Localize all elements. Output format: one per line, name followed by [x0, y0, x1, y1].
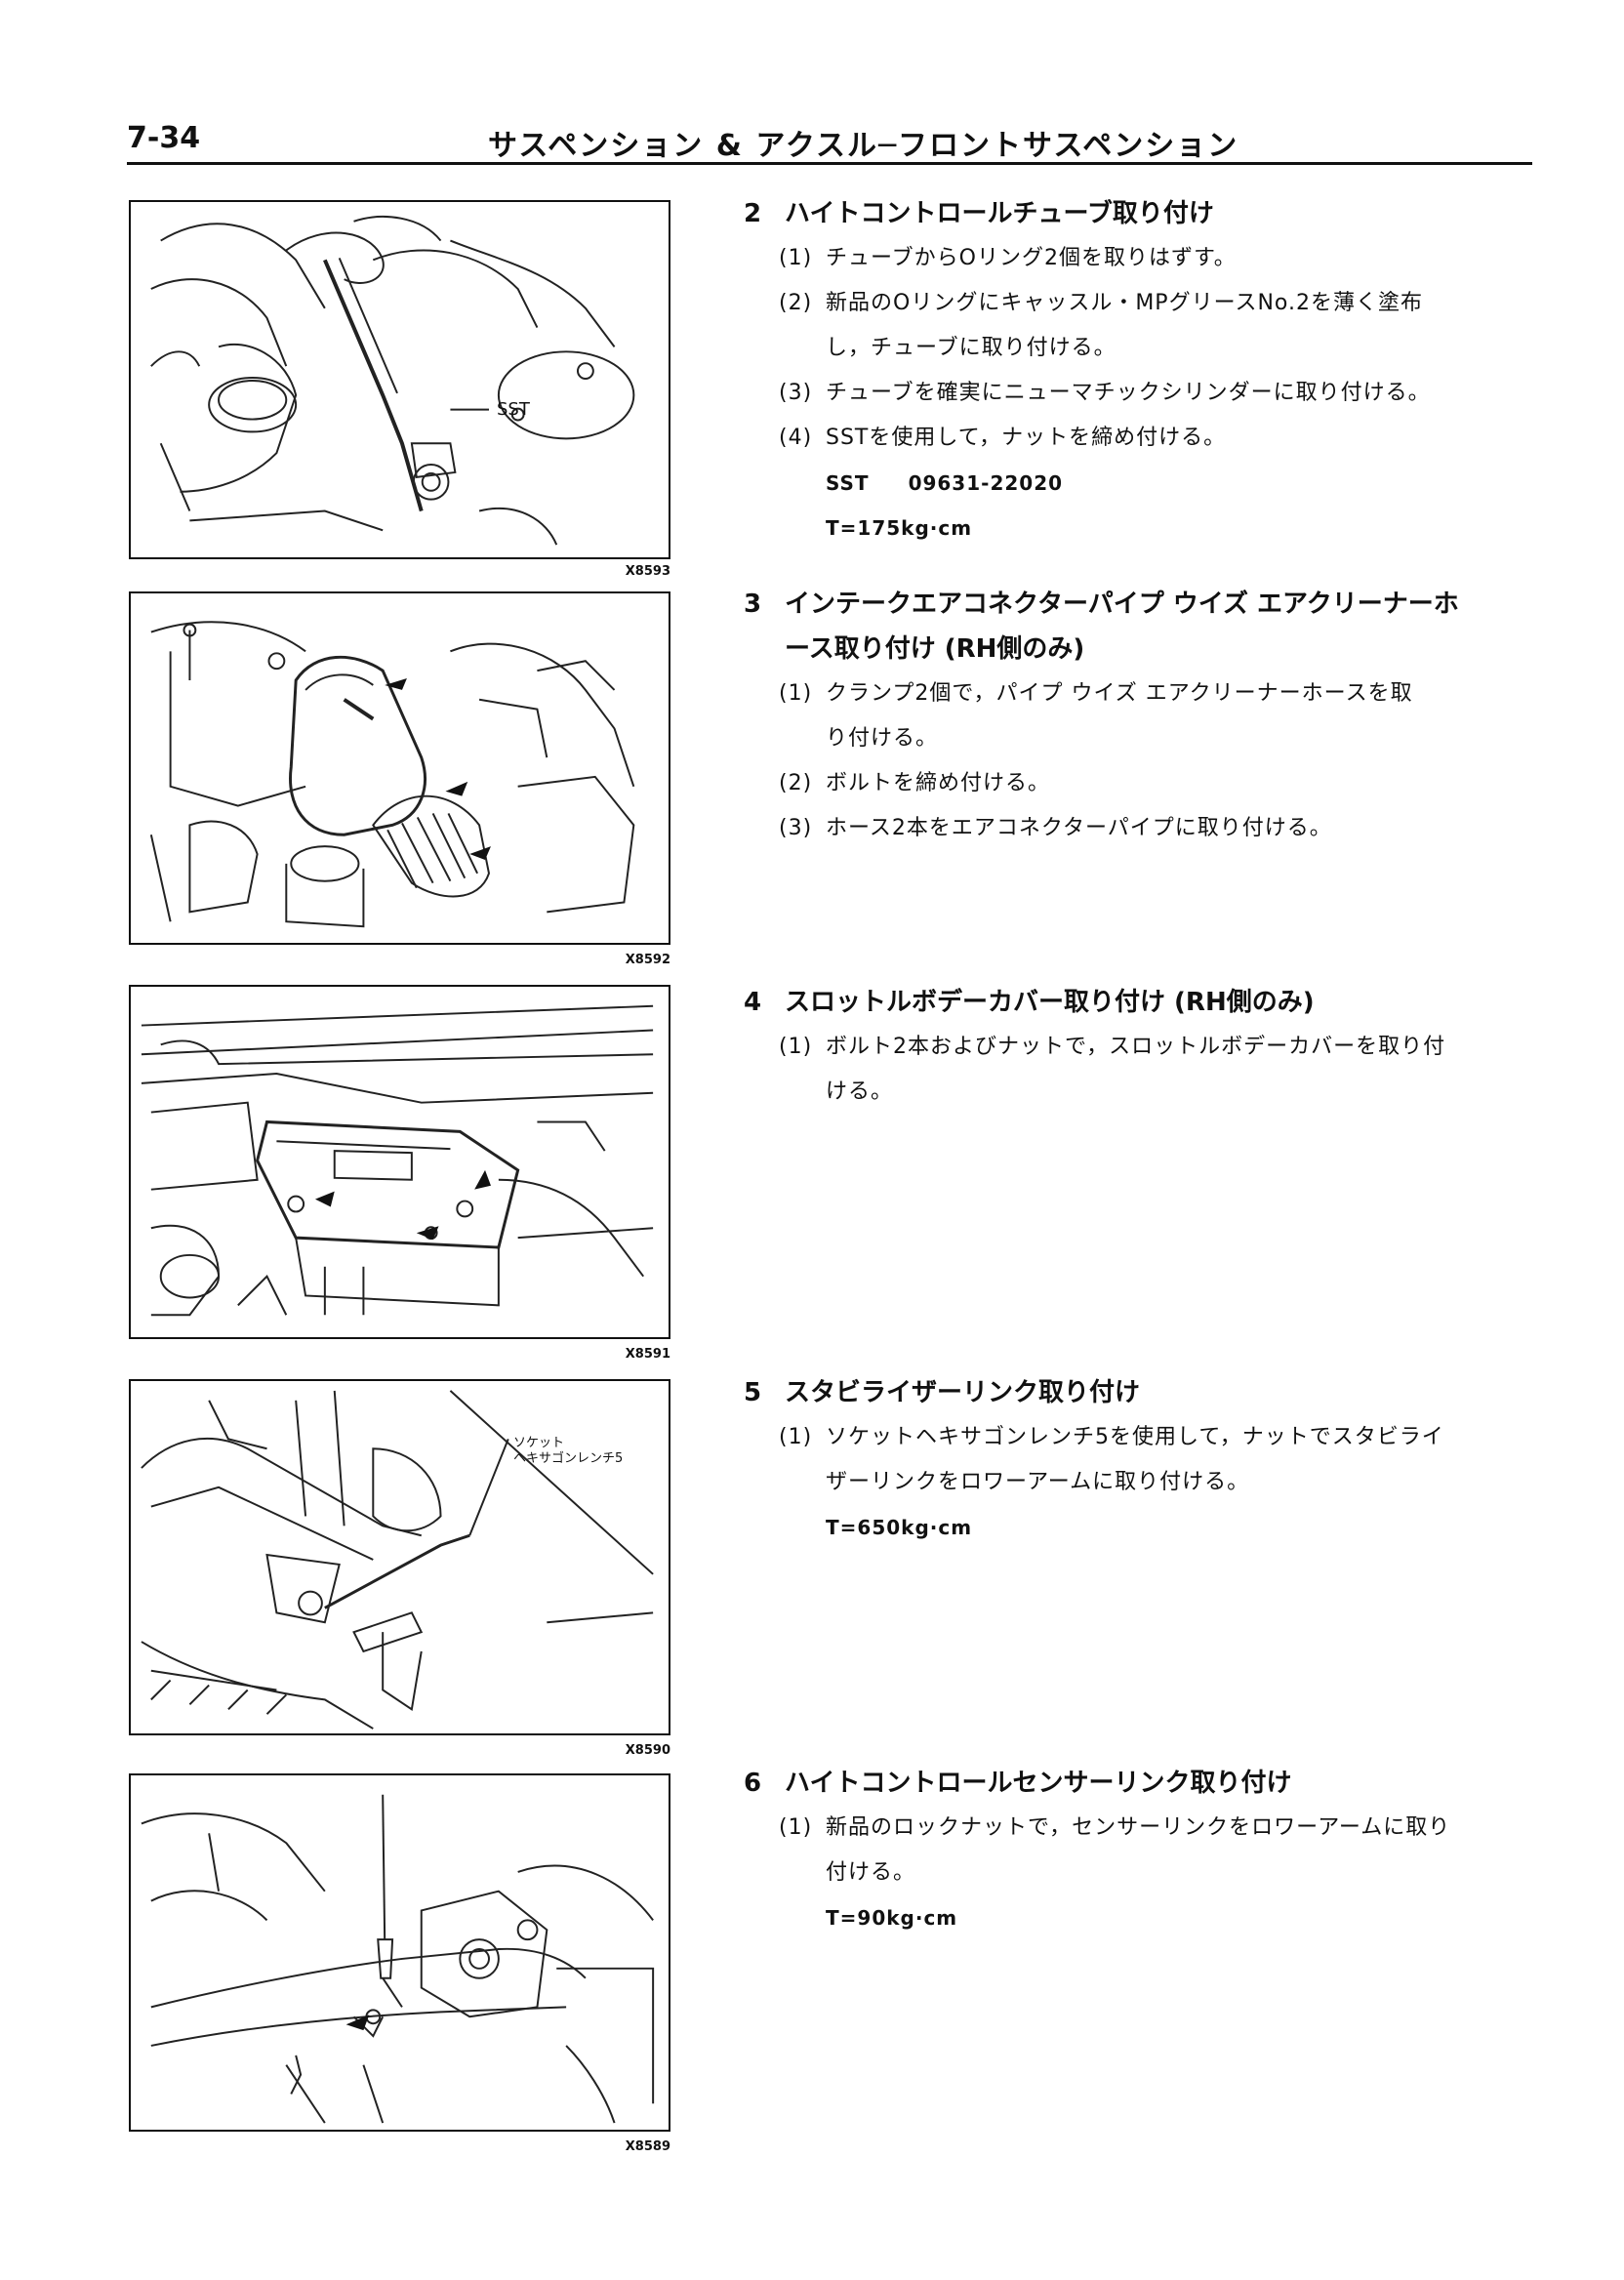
page-title: サスペンション & アクスル─フロントサスペンション — [488, 129, 1239, 163]
section-4: 4 スロットルボデーカバー取り付け (RH側のみ) (1) ボルト2本およびナッ… — [744, 980, 1544, 1115]
step-item: (1) チューブからOリング2個を取りはずす。 — [779, 246, 1237, 270]
figure-label-socket: ソケット ヘキサゴンレンチ5 — [513, 1436, 624, 1466]
figure-stabilizer-link: ソケット ヘキサゴンレンチ5 — [129, 1379, 670, 1735]
section-heading: 2 ハイトコントロールチューブ取り付け — [744, 191, 1544, 236]
figure-code: X8589 — [625, 2139, 670, 2154]
section-title: スロットルボデーカバー取り付け (RH側のみ) — [785, 988, 1315, 1017]
section-6: 6 ハイトコントロールセンサーリンク取り付け (1) 新品のロックナットで，セン… — [744, 1761, 1544, 1940]
section-2: 2 ハイトコントロールチューブ取り付け (1) チューブからOリング2個を取りは… — [744, 191, 1544, 550]
section-number: 6 — [744, 1769, 762, 1798]
figure-sensor-link — [129, 1773, 670, 2132]
figure-code: X8593 — [625, 564, 670, 579]
figure-code: X8591 — [625, 1347, 670, 1362]
illustration-intake-air-connector — [149, 621, 635, 928]
section-title: インテークエアコネクターパイプ ウイズ エアクリーナーホ — [785, 590, 1459, 619]
section-number: 5 — [744, 1378, 762, 1407]
step-item: (2) ボルトを締め付ける。 — [779, 771, 1051, 795]
figure-throttle-body-cover — [129, 985, 670, 1339]
header-rule — [127, 162, 1532, 165]
section-heading: 4 スロットルボデーカバー取り付け (RH側のみ) — [744, 980, 1544, 1025]
illustration-throttle-body-cover — [141, 1004, 654, 1317]
figure-code: X8592 — [625, 953, 670, 967]
page-header: 7-34 サスペンション & アクスル─フロントサスペンション — [127, 117, 1532, 166]
torque-spec: T=175kg·cm — [826, 516, 973, 540]
step-item: (1) ボルト2本およびナットで，スロットルボデーカバーを取り付 ける。 — [779, 1035, 1446, 1104]
step-item: (1) ソケットヘキサゴンレンチ5を使用して，ナットでスタビライ ザーリンクをロ… — [779, 1425, 1444, 1494]
step-item: (1) クランプ2個で，パイプ ウイズ エアクリーナーホースを取 り付ける。 — [779, 681, 1413, 751]
figure-label-sst: SST — [497, 399, 530, 420]
section-title: スタビライザーリンク取り付け — [785, 1378, 1141, 1407]
section-5: 5 スタビライザーリンク取り付け (1) ソケットヘキサゴンレンチ5を使用して，… — [744, 1370, 1544, 1550]
step-item: (3) チューブを確実にニューマチックシリンダーに取り付ける。 — [779, 381, 1431, 405]
section-number: 4 — [744, 988, 762, 1017]
section-heading: 6 ハイトコントロールセンサーリンク取り付け — [744, 1761, 1544, 1806]
torque-spec: T=650kg·cm — [826, 1516, 973, 1539]
figure-intake-air-connector — [129, 591, 670, 945]
section-title: ハイトコントロールチューブ取り付け — [785, 199, 1214, 228]
section-heading: 3 インテークエアコネクターパイプ ウイズ エアクリーナーホ ース取り付け (R… — [744, 582, 1544, 672]
section-title: ハイトコントロールセンサーリンク取り付け — [785, 1769, 1292, 1798]
step-item: (1) 新品のロックナットで，センサーリンクをロワーアームに取り 付ける。 — [779, 1815, 1451, 1885]
section-number: 3 — [744, 590, 762, 619]
step-item: (4) SSTを使用して，ナットを締め付ける。 — [779, 426, 1227, 450]
step-item: (3) ホース2本をエアコネクターパイプに取り付ける。 — [779, 816, 1332, 840]
section-title-cont: ース取り付け (RH側のみ) — [785, 634, 1085, 664]
page-number: 7-34 — [127, 121, 201, 155]
section-3: 3 インテークエアコネクターパイプ ウイズ エアクリーナーホ ース取り付け (R… — [744, 582, 1544, 851]
illustration-sensor-link — [141, 1794, 655, 2124]
figure-height-control-tube: SST — [129, 200, 670, 559]
illustration-height-control-tube — [150, 216, 635, 546]
figure-code: X8590 — [625, 1743, 670, 1758]
torque-spec: T=90kg·cm — [826, 1906, 958, 1930]
step-item: (2) 新品のOリングにキャッスル・MPグリースNo.2を薄く塗布 し，チューブ… — [779, 291, 1423, 360]
section-heading: 5 スタビライザーリンク取り付け — [744, 1370, 1544, 1415]
illustration-stabilizer-link — [141, 1390, 654, 1730]
section-number: 2 — [744, 199, 762, 228]
